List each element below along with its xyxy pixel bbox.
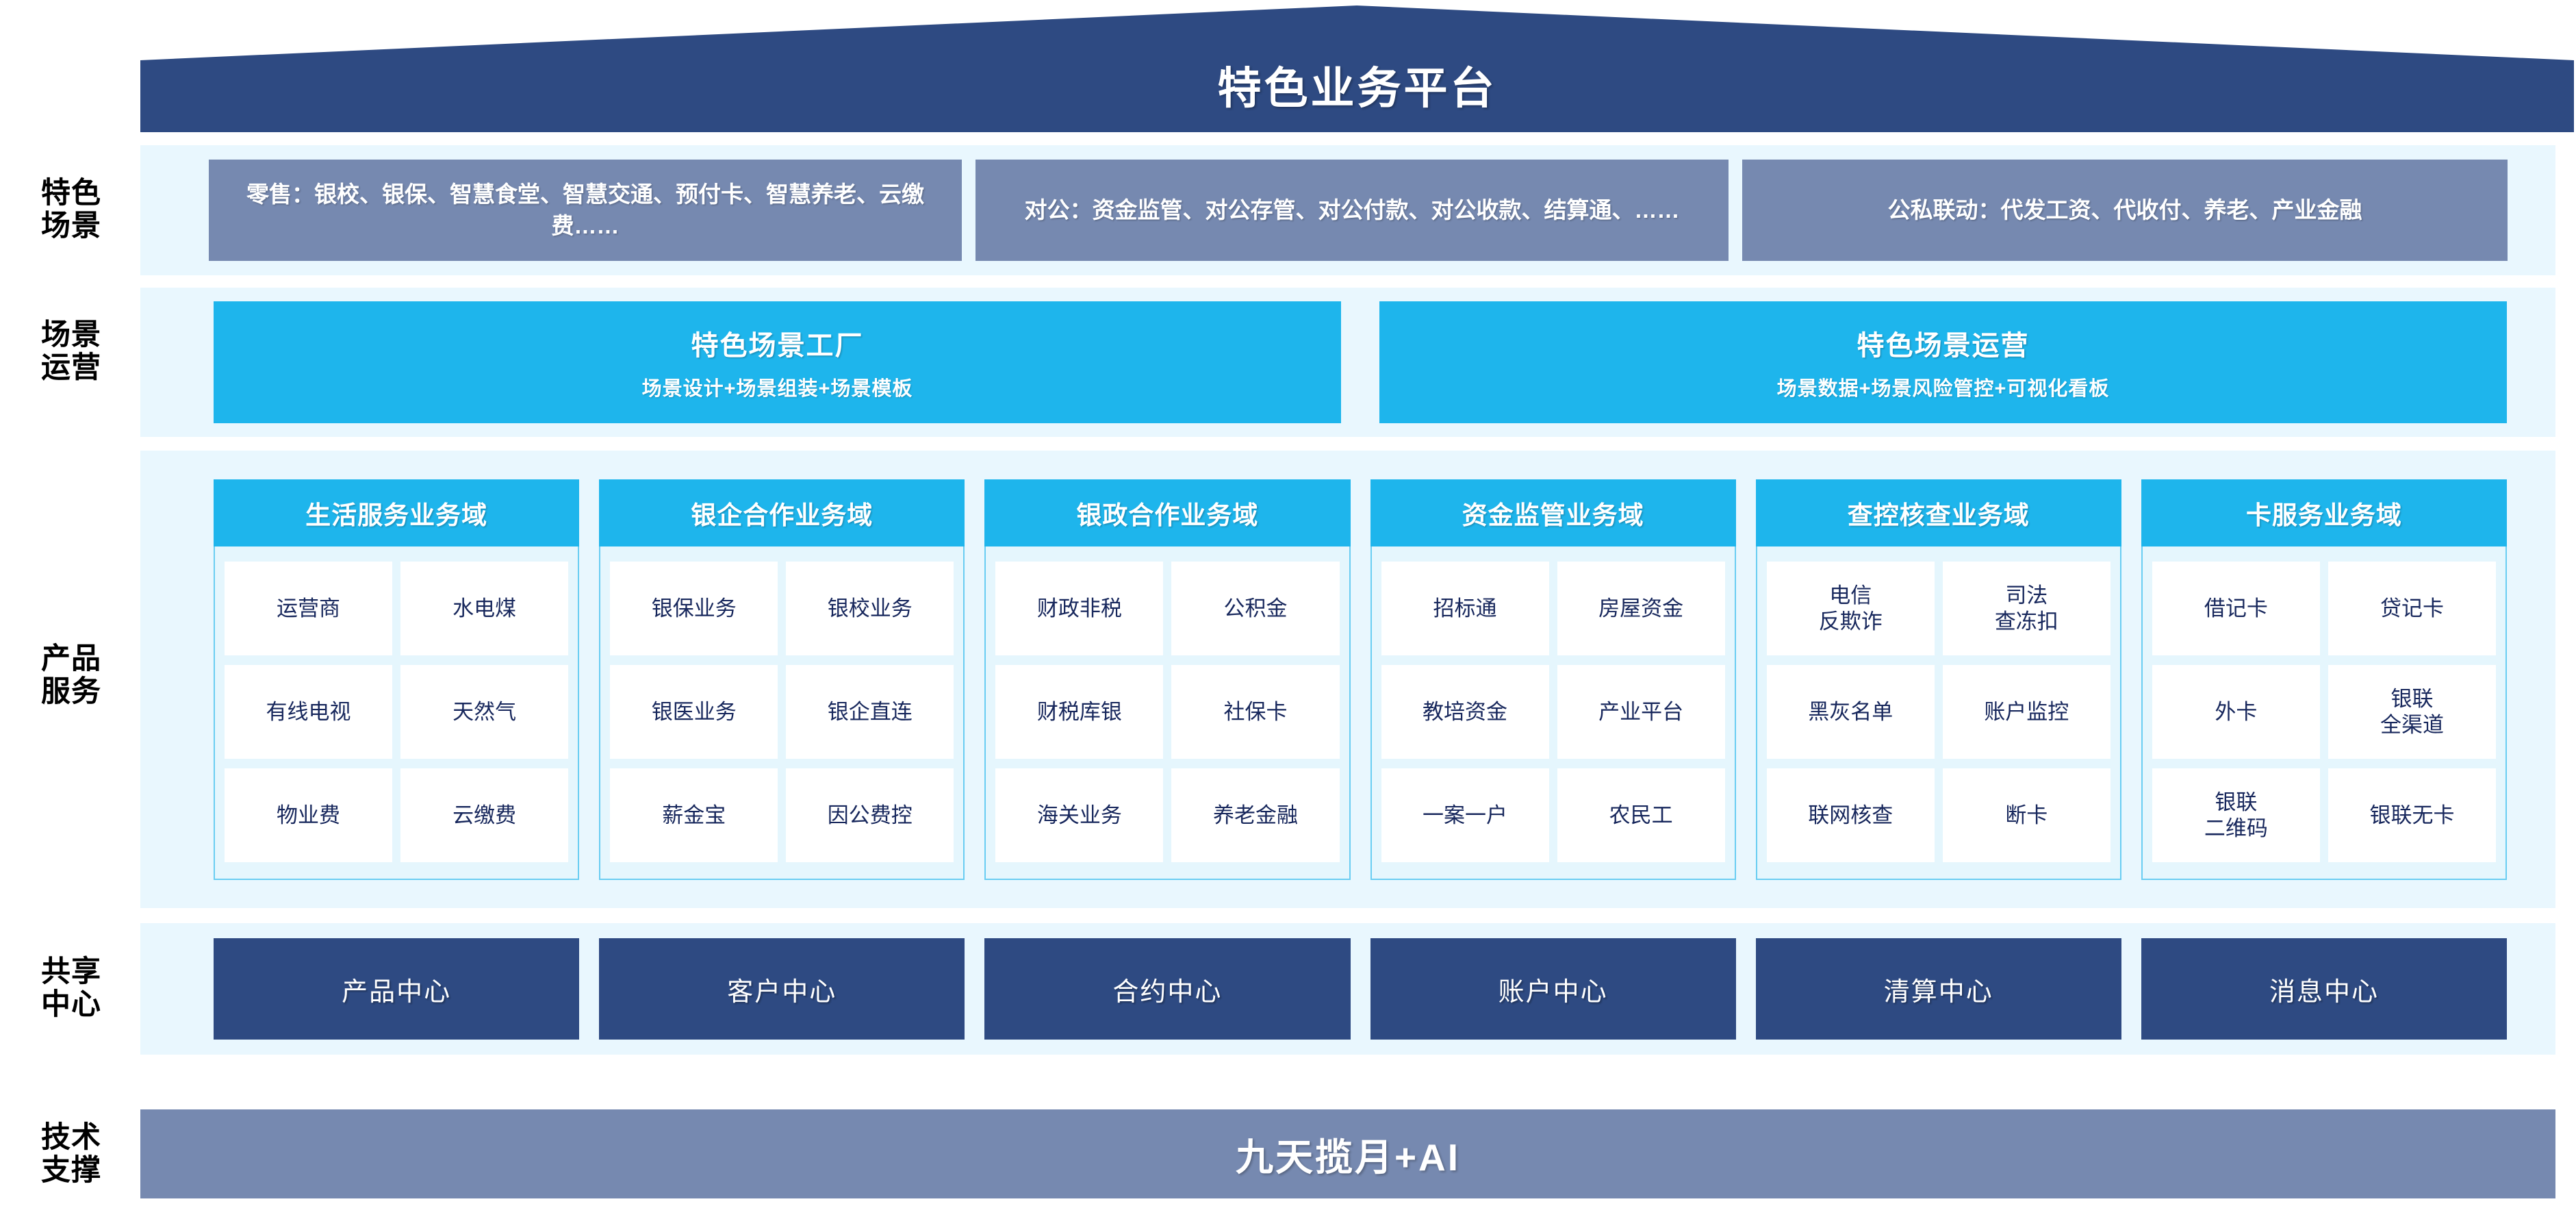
domain-header-bank-enterprise: 银企合作业务域 xyxy=(599,479,965,546)
domain-header-bank-government: 银政合作业务域 xyxy=(984,479,1351,546)
domain-body-bank-enterprise: 银保业务 银校业务 银医业务 银企直连 薪金宝 因公费控 xyxy=(599,546,965,880)
domain-column-life-service: 生活服务业务域 运营商 水电煤 有线电视 天然气 物业费 云缴费 xyxy=(214,479,580,880)
row-label-shared-centers-line1: 共享 xyxy=(41,955,101,988)
domain-cell[interactable]: 财政非税 xyxy=(995,562,1164,655)
domain-column-fund-supervision: 资金监管业务域 招标通 房屋资金 教培资金 产业平台 一案一户 农民工 xyxy=(1370,479,1736,880)
center-box-message[interactable]: 消息中心 xyxy=(2141,938,2508,1040)
domain-cell[interactable]: 银医业务 xyxy=(610,665,778,759)
center-box-contract[interactable]: 合约中心 xyxy=(984,938,1351,1040)
scene-box-corporate-text: 对公：资金监管、对公存管、对公付款、对公收款、结算通、…… xyxy=(1024,197,1680,223)
operation-box-scene-operation[interactable]: 特色场景运营 场景数据+场景风险管控+可视化看板 xyxy=(1379,301,2507,423)
domain-cell[interactable]: 天然气 xyxy=(400,665,569,759)
product-domains-row: 生活服务业务域 运营商 水电煤 有线电视 天然气 物业费 云缴费 银企合作业务域… xyxy=(214,479,2508,880)
center-box-account[interactable]: 账户中心 xyxy=(1370,938,1736,1040)
row-label-product-services-line1: 产品 xyxy=(41,642,101,675)
row-label-shared-centers-line2: 中心 xyxy=(41,988,101,1022)
row-label-tech-support-line1: 技术 xyxy=(41,1121,101,1154)
domain-header-investigation-control: 查控核查业务域 xyxy=(1755,479,2121,546)
domain-cell[interactable]: 海关业务 xyxy=(995,768,1164,862)
shared-centers-row: 产品中心 客户中心 合约中心 账户中心 清算中心 消息中心 xyxy=(214,938,2508,1040)
operation-box-scene-factory-title: 特色场景工厂 xyxy=(691,331,864,361)
scene-box-corporate[interactable]: 对公：资金监管、对公存管、对公付款、对公收款、结算通、…… xyxy=(975,160,1729,261)
domain-cell[interactable]: 产业平台 xyxy=(1557,665,1725,759)
platform-roof-banner: 特色业务平台 xyxy=(140,5,2574,132)
domain-body-fund-supervision: 招标通 房屋资金 教培资金 产业平台 一案一户 农民工 xyxy=(1370,546,1736,880)
domain-cell[interactable]: 银联二维码 xyxy=(2152,768,2320,862)
row-label-tech-support-line2: 支撑 xyxy=(41,1154,101,1187)
center-box-customer[interactable]: 客户中心 xyxy=(599,938,965,1040)
domain-cell[interactable]: 农民工 xyxy=(1557,768,1725,862)
domain-cell[interactable]: 外卡 xyxy=(2152,665,2320,759)
domain-cell[interactable]: 水电煤 xyxy=(400,562,569,655)
domain-cell[interactable]: 贷记卡 xyxy=(2328,562,2497,655)
row-label-special-scenes: 特色 场景 xyxy=(10,177,133,242)
domain-cell[interactable]: 银联无卡 xyxy=(2328,768,2497,862)
domain-cell[interactable]: 物业费 xyxy=(225,768,393,862)
row-label-scene-operations: 场景 运营 xyxy=(10,318,133,384)
domain-cell[interactable]: 有线电视 xyxy=(225,665,393,759)
scene-box-public-private-text: 公私联动：代发工资、代收付、养老、产业金融 xyxy=(1887,197,2362,223)
domain-column-card-service: 卡服务业务域 借记卡 贷记卡 外卡 银联全渠道 银联二维码 银联无卡 xyxy=(2141,479,2508,880)
domain-cell[interactable]: 银保业务 xyxy=(610,562,778,655)
domain-cell[interactable]: 招标通 xyxy=(1381,562,1549,655)
row-label-scene-operations-line1: 场景 xyxy=(41,318,101,351)
domain-cell[interactable]: 薪金宝 xyxy=(610,768,778,862)
center-box-product[interactable]: 产品中心 xyxy=(214,938,580,1040)
domain-body-life-service: 运营商 水电煤 有线电视 天然气 物业费 云缴费 xyxy=(214,546,580,880)
scene-operations-row: 特色场景工厂 场景设计+场景组装+场景模板 特色场景运营 场景数据+场景风险管控… xyxy=(214,301,2507,423)
operation-box-scene-operation-title: 特色场景运营 xyxy=(1857,331,2030,361)
domain-cell[interactable]: 银联全渠道 xyxy=(2328,665,2497,759)
domain-cell[interactable]: 账户监控 xyxy=(1942,665,2110,759)
domain-cell[interactable]: 一案一户 xyxy=(1381,768,1549,862)
domain-header-life-service: 生活服务业务域 xyxy=(214,479,580,546)
tech-support-bar[interactable]: 九天揽月+AI xyxy=(140,1109,2555,1198)
domain-cell[interactable]: 司法查冻扣 xyxy=(1942,562,2110,655)
operation-box-scene-factory-subtitle: 场景设计+场景组装+场景模板 xyxy=(641,378,913,400)
domain-cell[interactable]: 运营商 xyxy=(225,562,393,655)
domain-cell[interactable]: 断卡 xyxy=(1942,768,2110,862)
domain-body-card-service: 借记卡 贷记卡 外卡 银联全渠道 银联二维码 银联无卡 xyxy=(2141,546,2508,880)
domain-cell[interactable]: 云缴费 xyxy=(400,768,569,862)
row-label-shared-centers: 共享 中心 xyxy=(10,955,133,1021)
domain-body-investigation-control: 电信反欺诈 司法查冻扣 黑灰名单 账户监控 联网核查 断卡 xyxy=(1755,546,2121,880)
domain-cell[interactable]: 联网核查 xyxy=(1766,768,1935,862)
domain-column-bank-enterprise: 银企合作业务域 银保业务 银校业务 银医业务 银企直连 薪金宝 因公费控 xyxy=(599,479,965,880)
roof-shape xyxy=(140,5,2574,132)
domain-cell[interactable]: 借记卡 xyxy=(2152,562,2320,655)
domain-cell[interactable]: 养老金融 xyxy=(1171,768,1340,862)
scene-box-retail-text: 零售：银校、银保、智慧食堂、智慧交通、预付卡、智慧养老、云缴费…… xyxy=(246,181,924,238)
domain-cell[interactable]: 教培资金 xyxy=(1381,665,1549,759)
domain-cell[interactable]: 公积金 xyxy=(1171,562,1340,655)
row-label-product-services: 产品 服务 xyxy=(10,642,133,708)
domain-cell[interactable]: 黑灰名单 xyxy=(1766,665,1935,759)
scene-box-retail[interactable]: 零售：银校、银保、智慧食堂、智慧交通、预付卡、智慧养老、云缴费…… xyxy=(209,160,962,261)
center-box-clearing[interactable]: 清算中心 xyxy=(1755,938,2121,1040)
row-label-special-scenes-line2: 场景 xyxy=(41,210,101,243)
scene-box-public-private[interactable]: 公私联动：代发工资、代收付、养老、产业金融 xyxy=(1742,160,2508,261)
page-title: 特色业务平台 xyxy=(1217,63,1497,113)
domain-cell[interactable]: 电信反欺诈 xyxy=(1766,562,1935,655)
row-label-special-scenes-line1: 特色 xyxy=(41,177,101,210)
domain-cell[interactable]: 财税库银 xyxy=(995,665,1164,759)
row-label-tech-support: 技术 支撑 xyxy=(10,1121,133,1187)
domain-header-card-service: 卡服务业务域 xyxy=(2141,479,2508,546)
row-label-product-services-line2: 服务 xyxy=(41,675,101,709)
domain-cell[interactable]: 银校业务 xyxy=(786,562,954,655)
domain-header-fund-supervision: 资金监管业务域 xyxy=(1370,479,1736,546)
operation-box-scene-factory[interactable]: 特色场景工厂 场景设计+场景组装+场景模板 xyxy=(214,301,1341,423)
domain-cell[interactable]: 社保卡 xyxy=(1171,665,1340,759)
special-scenes-row: 零售：银校、银保、智慧食堂、智慧交通、预付卡、智慧养老、云缴费…… 对公：资金监… xyxy=(209,160,2508,261)
domain-column-bank-government: 银政合作业务域 财政非税 公积金 财税库银 社保卡 海关业务 养老金融 xyxy=(984,479,1351,880)
domain-cell[interactable]: 因公费控 xyxy=(786,768,954,862)
domain-cell[interactable]: 房屋资金 xyxy=(1557,562,1725,655)
domain-cell[interactable]: 银企直连 xyxy=(786,665,954,759)
domain-body-bank-government: 财政非税 公积金 财税库银 社保卡 海关业务 养老金融 xyxy=(984,546,1351,880)
row-label-scene-operations-line2: 运营 xyxy=(41,351,101,385)
domain-column-investigation-control: 查控核查业务域 电信反欺诈 司法查冻扣 黑灰名单 账户监控 联网核查 断卡 xyxy=(1755,479,2121,880)
operation-box-scene-operation-subtitle: 场景数据+场景风险管控+可视化看板 xyxy=(1776,378,2110,400)
